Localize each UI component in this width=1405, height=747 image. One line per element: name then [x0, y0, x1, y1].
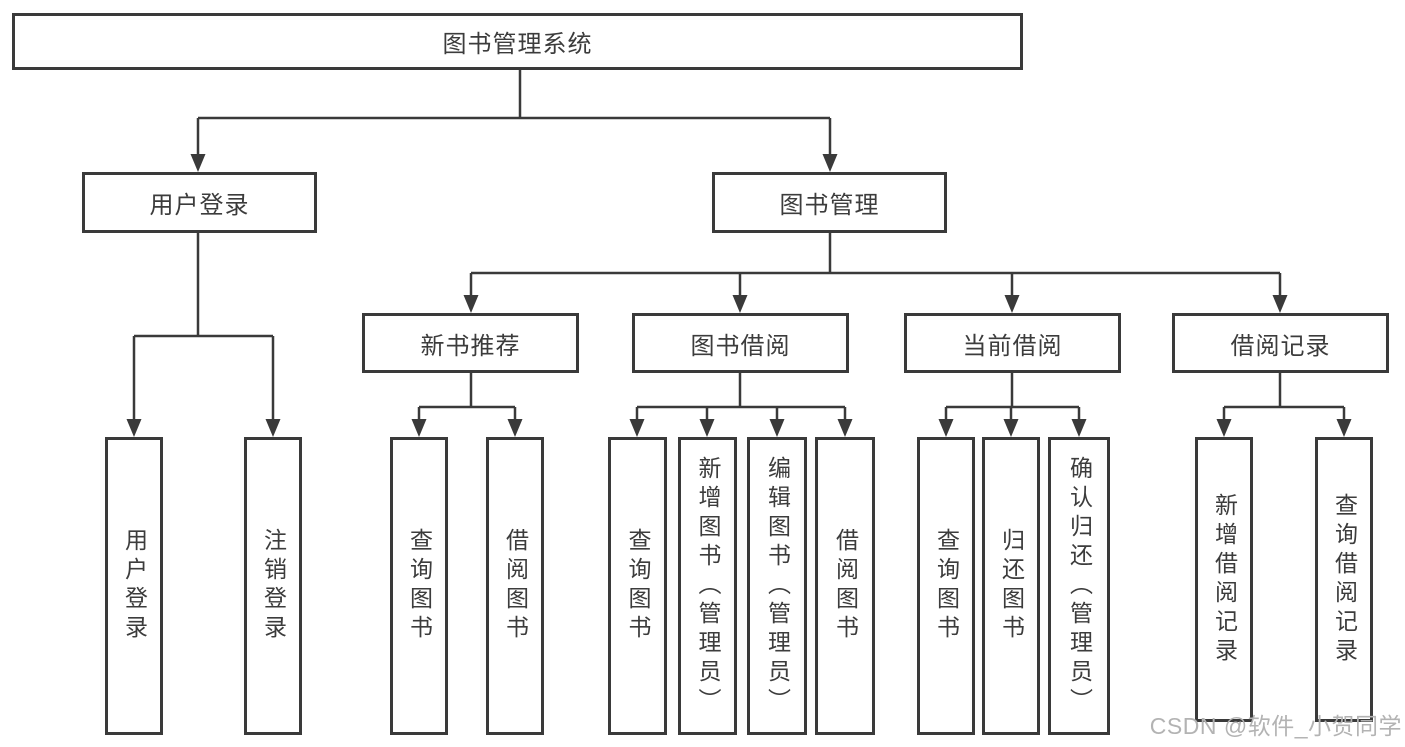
- node-book-management-label: 图书管理: [779, 192, 880, 219]
- node-library-management-system: 图书管理系统: [12, 13, 1023, 70]
- leaf-query-borrow-record-label: 查询借阅记录: [1331, 492, 1358, 667]
- leaf-logout-label: 注销登录: [260, 528, 287, 644]
- leaf-add-borrow-record-label: 新增借阅记录: [1211, 492, 1238, 667]
- leaf-borrow-books-borrow-label: 借阅图书: [832, 528, 859, 644]
- arrowhead-icons: [126, 154, 1352, 437]
- leaf-add-borrow-record: 新增借阅记录: [1195, 437, 1253, 722]
- leaf-add-book-admin: 新增图书（管理员）: [678, 437, 737, 735]
- node-user-login-label: 用户登录: [149, 192, 250, 219]
- node-new-book-recommendation-label: 新书推荐: [420, 332, 521, 360]
- leaf-user-login: 用户登录: [105, 437, 163, 735]
- node-book-borrowing: 图书借阅: [632, 313, 849, 373]
- leaf-return-book-label: 归还图书: [998, 528, 1025, 644]
- tree-edges: [132, 70, 1346, 422]
- node-book-borrowing-label: 图书借阅: [690, 332, 791, 360]
- leaf-user-login-label: 用户登录: [121, 528, 148, 644]
- leaf-query-books-recommend-label: 查询图书: [406, 528, 433, 644]
- node-user-login: 用户登录: [82, 172, 317, 233]
- node-current-borrowing: 当前借阅: [904, 313, 1121, 373]
- leaf-query-books-current-label: 查询图书: [933, 528, 960, 644]
- leaf-query-books-current: 查询图书: [917, 437, 975, 735]
- node-current-borrowing-label: 当前借阅: [962, 332, 1063, 360]
- node-borrowing-records: 借阅记录: [1172, 313, 1389, 373]
- leaf-confirm-return-admin-label: 确认归还（管理员）: [1066, 455, 1093, 717]
- leaf-edit-book-admin: 编辑图书（管理员）: [747, 437, 807, 735]
- leaf-confirm-return-admin: 确认归还（管理员）: [1048, 437, 1110, 735]
- node-borrowing-records-label: 借阅记录: [1230, 332, 1331, 360]
- node-library-management-system-label: 图书管理系统: [442, 31, 593, 58]
- leaf-borrow-books-recommend-label: 借阅图书: [502, 528, 529, 644]
- leaf-query-borrow-record: 查询借阅记录: [1315, 437, 1373, 722]
- node-new-book-recommendation: 新书推荐: [362, 313, 579, 373]
- leaf-query-books-recommend: 查询图书: [390, 437, 448, 735]
- leaf-query-books-borrow-label: 查询图书: [625, 528, 651, 644]
- leaf-return-book: 归还图书: [982, 437, 1040, 735]
- leaf-logout: 注销登录: [244, 437, 302, 735]
- leaf-add-book-admin-label: 新增图书（管理员）: [695, 455, 721, 717]
- leaf-borrow-books-recommend: 借阅图书: [486, 437, 544, 735]
- node-book-management: 图书管理: [712, 172, 947, 233]
- leaf-edit-book-admin-label: 编辑图书（管理员）: [764, 455, 791, 717]
- leaf-borrow-books-borrow: 借阅图书: [815, 437, 875, 735]
- leaf-query-books-borrow: 查询图书: [608, 437, 667, 735]
- csdn-watermark: CSDN @软件_小贺同学: [1149, 713, 1402, 739]
